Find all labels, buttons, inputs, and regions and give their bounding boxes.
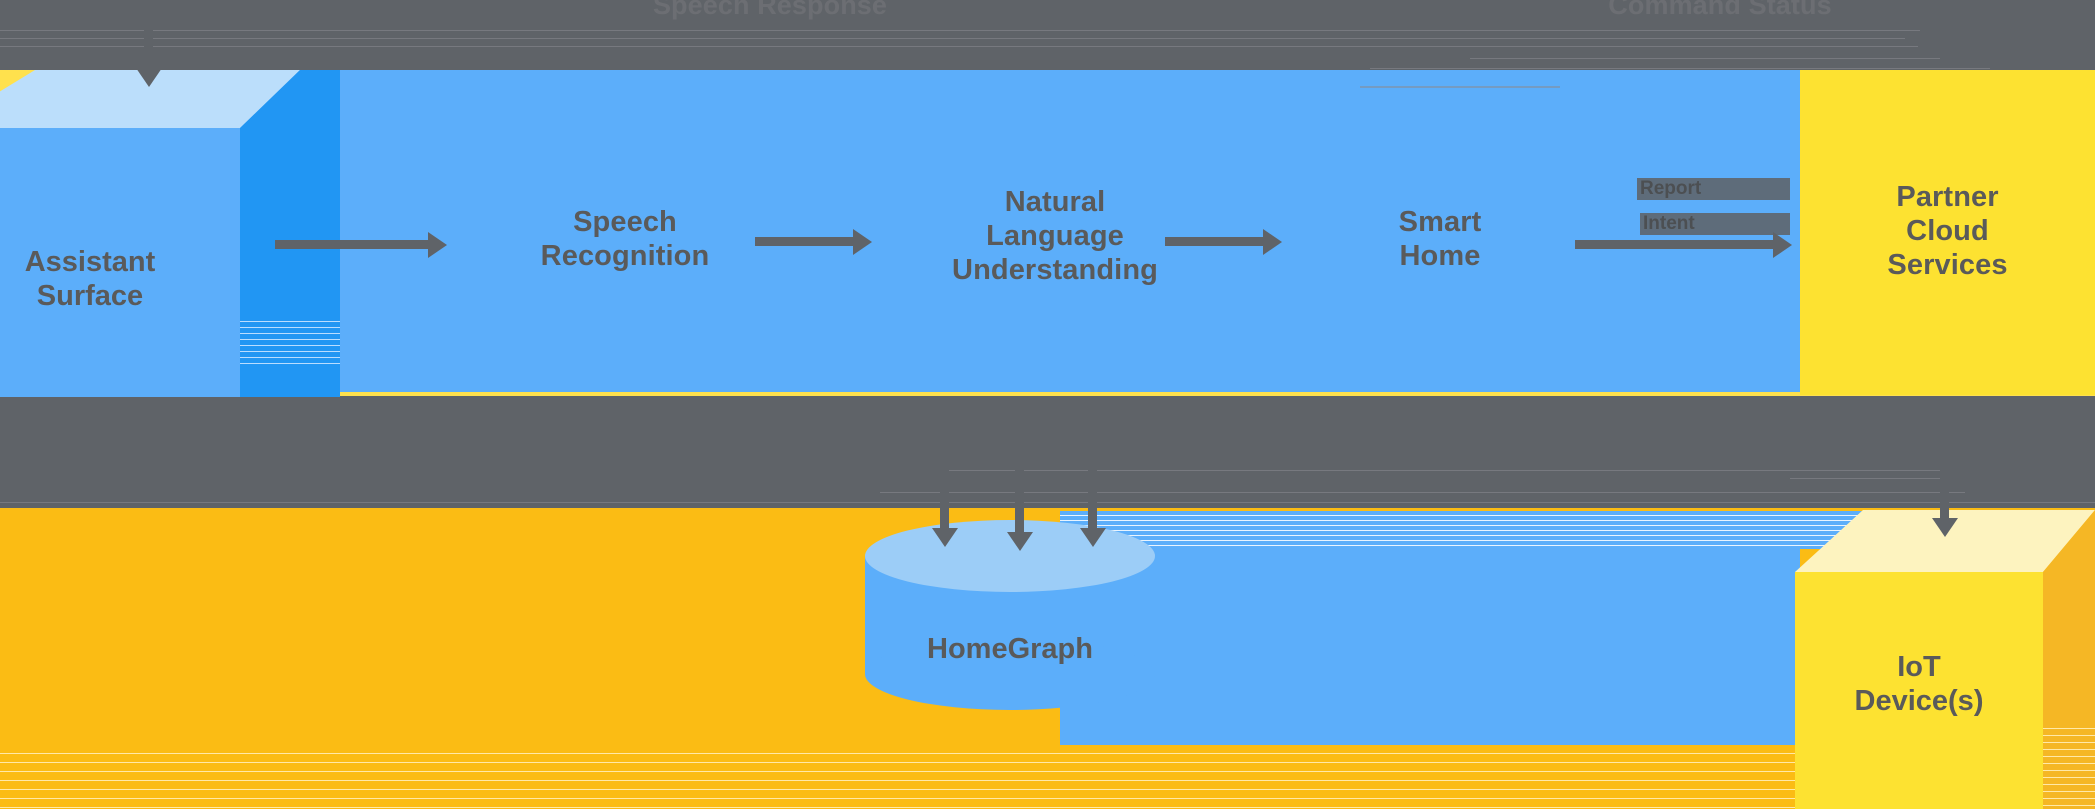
edge-into-homegraph-3 [1088,458,1097,530]
edge-into-assistant-surface [144,0,153,70]
homegraph-cylinder-bottom [865,638,1155,710]
node-label-home-graph: HomeGraph [927,633,1093,665]
scanline [0,502,2095,503]
node-smart-home[interactable]: Smart Home [1398,206,1482,273]
node-natural-language-understanding[interactable]: Natural Language Understanding [952,186,1158,287]
node-assistant-surface[interactable]: Assistant Surface [0,70,455,397]
node-label-assistant-surface: Assistant Surface [24,246,156,313]
bottom-orange-stripes [0,745,1795,809]
band-blue-bottom-rule [0,392,2095,396]
edge-assistant-to-speech [275,240,430,249]
caption-redaction-intent [1640,213,1790,235]
node-partner-cloud-services[interactable]: Partner Cloud Services [1800,70,2095,395]
edge-into-homegraph-2 [1015,458,1024,534]
band-middle-gray [0,396,2095,508]
caption-report: Report [1640,178,1702,199]
top-label-speech-response: Speech Response [652,0,888,20]
node-label-partner-cloud-services: Partner Cloud Services [1887,181,2008,282]
caption-redaction-report [1637,178,1790,200]
iot-box-front-face [1795,572,2043,809]
node-label-iot-devices: IoT Device(s) [1854,651,1984,718]
node-home-graph[interactable]: HomeGraph [865,520,1155,710]
edge-speech-to-nlu [755,237,855,246]
scanline [1470,58,1940,59]
scanline [0,30,1920,31]
node-speech-recognition[interactable]: Speech Recognition [540,206,710,273]
top-label-command-status: Command Status [1608,0,1832,20]
homegraph-cylinder-top [865,520,1155,592]
scanline [1790,478,1940,479]
edge-into-iot-device [1940,430,1949,520]
lower-blue-panel-top-stripes [1060,511,1900,549]
scanline [1360,86,1560,88]
scanline [0,38,1905,39]
caption-intent: Intent [1643,213,1695,234]
iot-box-side-stripes [2043,722,2095,809]
edge-into-homegraph-1 [940,458,949,530]
scanline [880,492,1965,493]
scanline [0,46,1918,47]
assistant-box-side-stripes [240,316,340,368]
assistant-box-front-face [0,128,240,397]
scanline [940,470,1940,471]
edge-nlu-to-smarthome [1165,237,1265,246]
node-iot-devices[interactable]: IoT Device(s) [1795,510,2095,809]
scanline [1370,68,1990,69]
edge-smarthome-to-partner [1575,240,1775,249]
